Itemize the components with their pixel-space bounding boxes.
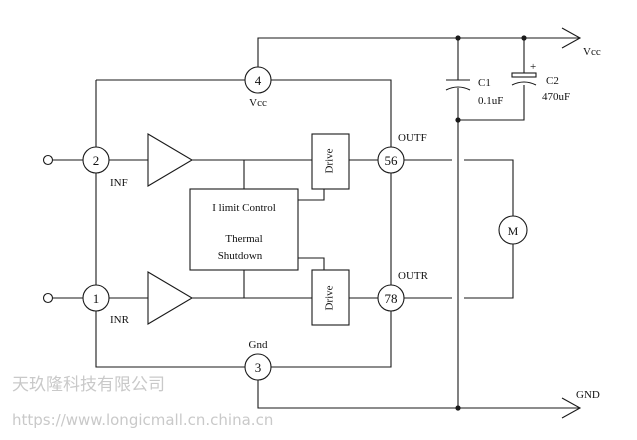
c1-value: 0.1uF [478,95,503,107]
motor-bottom-wire-right [464,244,514,299]
c2-polarity: + [530,61,536,73]
gnd-rail-wire [257,380,580,409]
c2-name: C2 [546,75,559,87]
c1-name: C1 [478,77,491,89]
control-to-drive-bottom-wire [298,257,325,270]
drive-bottom-label: Drive [324,285,336,310]
chip-bottom-wire-right [271,311,392,368]
buffer-bottom-triangle [147,271,194,325]
pin-56-number: 56 [385,153,399,168]
vcc-arrow-head [561,27,582,49]
c2-wire-bottom [458,85,525,121]
outf-label: OUTF [398,132,427,144]
control-line-3: Shutdown [218,250,263,262]
chip-left-wire-bottom [95,310,245,368]
pin-3-number: 3 [255,360,262,375]
watermark-company: 天玖隆科技有限公司 [12,375,165,395]
inf-label: INF [110,177,128,189]
junction-dot [455,35,461,41]
c2-plate-top [511,72,537,78]
control-line-2: Thermal [225,233,262,245]
gnd-rail-label: GND [576,389,600,401]
motor-top-wire-right [464,159,514,216]
gnd-arrow-head [561,397,582,419]
control-to-drive-top-wire [298,189,325,201]
inr-label: INR [110,314,130,326]
control-block [189,188,299,271]
c1-gap [450,80,466,88]
c2-plate-bottom [511,81,537,86]
gnd-pin-label: Gnd [249,339,268,351]
drive-top-label: Drive [324,148,336,173]
chip-top-wire-right [271,79,392,149]
motor-label: M [508,224,519,238]
control-line-1: I limit Control [212,202,276,214]
vcc-pin-label: Vcc [249,97,267,109]
watermark-url: https://www.longicmall.cn.china.cn [12,411,273,429]
pin-4-circle [244,66,272,94]
pin-2-number: 2 [93,153,100,168]
vcc-rail-wire [257,37,580,70]
pin-78-number: 78 [385,291,398,306]
inf-terminal [42,154,54,166]
buffer-top-triangle [147,133,194,187]
drive-top-block [311,133,350,190]
motor-circle [498,215,528,245]
vcc-rail-label: Vcc [583,46,601,58]
c1-plate-bottom [445,86,471,91]
pin-4-number: 4 [255,73,262,88]
c2-value: 470uF [542,91,570,103]
pin-1-number: 1 [93,291,100,306]
inr-terminal [42,292,54,304]
outr-label: OUTR [398,270,429,282]
